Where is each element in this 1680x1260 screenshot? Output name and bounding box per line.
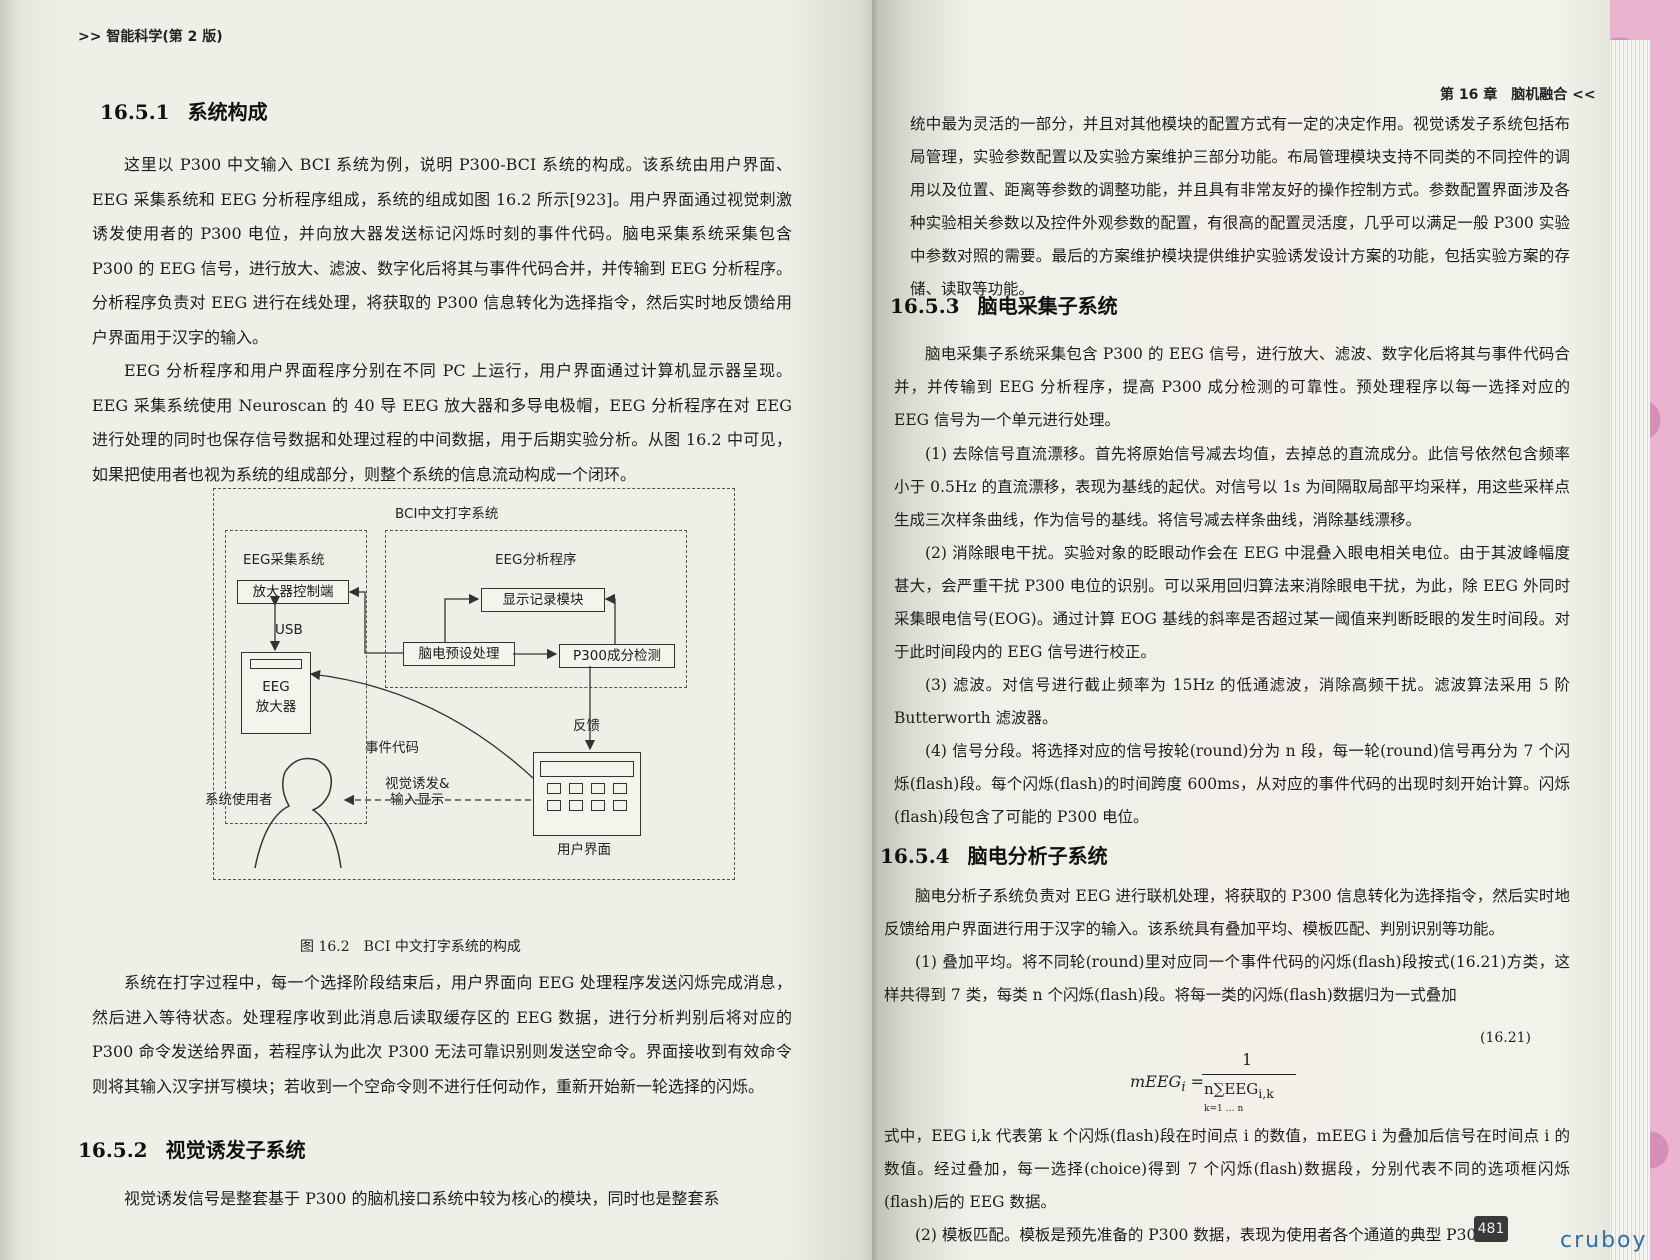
equation-16-21: mEEGi = 1 n∑EEGi,k k=1 … n [1130, 1050, 1330, 1120]
usb-label: USB [275, 622, 303, 638]
paragraph-text: 视觉诱发信号是整套基于 P300 的脑机接口系统中较为核心的模块，同时也是整套系 [124, 1189, 720, 1208]
eeg-analysis-box [385, 530, 687, 688]
key [569, 800, 583, 811]
preprocess-box: 脑电预设处理 [403, 642, 515, 666]
eeg-collect-box [225, 530, 367, 824]
paragraph-text: 式中，EEG i,k 代表第 k 个闪烁(flash)段在时间点 i 的数值，m… [884, 1127, 1570, 1211]
paragraph-text: 系统在打字过程中，每一个选择阶段结束后，用户界面向 EEG 处理程序发送闪烁完成… [92, 973, 792, 1096]
section-title: 脑电分析子系统 [967, 844, 1108, 868]
outer-system-box [213, 488, 735, 880]
list-item-segment: (4) 信号分段。将选择对应的信号按轮(round)分为 n 段，每一轮(rou… [894, 742, 1570, 826]
figure-connectors [254, 586, 616, 869]
ui-screen [540, 761, 634, 777]
paragraph-eeg-analysis: 脑电分析子系统负责对 EEG 进行联机处理，将获取的 P300 信息转化为选择指… [884, 880, 1570, 1012]
section-title: 脑电采集子系统 [977, 294, 1118, 318]
eeg-collect-label: EEG采集系统 [243, 552, 325, 568]
section-number: 16.5.1 [100, 100, 170, 124]
display-log-box: 显示记录模块 [481, 588, 605, 612]
paragraph-visual-evoked: 视觉诱发信号是整套基于 P300 的脑机接口系统中较为核心的模块，同时也是整套系 [92, 1182, 792, 1217]
ui-terminal [533, 752, 641, 836]
list-item-averaging: (1) 叠加平均。将不同轮(round)里对应同一个事件代码的闪烁(flash)… [884, 953, 1570, 1004]
paragraph-typing-process: 系统在打字过程中，每一个选择阶段结束后，用户界面向 EEG 处理程序发送闪烁完成… [92, 966, 792, 1104]
ui-keypad [534, 783, 640, 811]
key [547, 783, 561, 794]
eq-numerator: 1 [1242, 1050, 1253, 1069]
left-page: >> 智能科学(第 2 版) 16.5.1 系统构成 这里以 P300 中文输入 … [0, 0, 890, 1260]
eq-denominator-text: n∑EEG [1204, 1080, 1259, 1098]
fraction-bar [1202, 1074, 1296, 1075]
list-preprocess-steps: (1) 去除信号直流漂移。首先将原始信号减去均值，去掉总的直流成分。此信号依然包… [894, 438, 1570, 834]
paragraph-text: 脑电采集子系统采集包含 P300 的 EEG 信号，进行放大、滤波、数字化后将其… [894, 345, 1570, 429]
p300-detect-box: P300成分检测 [559, 644, 675, 668]
equation-number: (16.21) [1480, 1030, 1532, 1046]
amp-label-line2: 放大器 [255, 699, 297, 715]
eq-lhs-sub: i [1181, 1080, 1186, 1096]
section-heading-16-5-1: 16.5.1 系统构成 [100, 96, 268, 125]
list-item-filter: (3) 滤波。对信号进行截止频率为 15Hz 的低通滤波，消除高频干扰。滤波算法… [894, 676, 1570, 727]
eq-denominator: n∑EEGi,k [1204, 1080, 1274, 1101]
outer-system-label: BCI中文打字系统 [395, 506, 499, 522]
section-heading-16-5-2: 16.5.2 视觉诱发子系统 [78, 1134, 306, 1163]
right-page: 第 16 章 脑机融合 << 统中最为灵活的一部分，并且对其他模块的配置方式有一… [880, 0, 1610, 1260]
running-head-right: 第 16 章 脑机融合 << [1440, 87, 1596, 103]
key [591, 800, 605, 811]
paragraph-eeg-collect: 脑电采集子系统采集包含 P300 的 EEG 信号，进行放大、滤波、数字化后将其… [894, 338, 1570, 437]
watermark: cruboy [1560, 1228, 1648, 1253]
section-number: 16.5.2 [78, 1138, 148, 1162]
key [613, 800, 627, 811]
paragraph-visual-subsystem-cont: 统中最为灵活的一部分，并且对其他模块的配置方式有一定的决定作用。视觉诱发子系统包… [910, 108, 1570, 306]
section-title: 系统构成 [187, 100, 268, 124]
list-item-dc-drift: (1) 去除信号直流漂移。首先将原始信号减去均值，去掉总的直流成分。此信号依然包… [894, 445, 1570, 529]
list-item-template: (2) 模板匹配。模板是预先准备的 P300 数据，表现为使用者各个通道的典型 … [915, 1226, 1507, 1244]
running-head-left: >> 智能科学(第 2 版) [78, 29, 223, 45]
section-title: 视觉诱发子系统 [165, 1138, 306, 1162]
event-code-label: 事件代码 [365, 740, 419, 756]
event-code-arrow [309, 669, 534, 779]
arrow-to-amp-ctrl [348, 586, 403, 654]
key [613, 783, 627, 794]
arrow-p300-to-display [604, 593, 616, 644]
section-heading-16-5-4: 16.5.4 脑电分析子系统 [880, 840, 1108, 869]
paragraph-system-intro: 这里以 P300 中文输入 BCI 系统为例，说明 P300-BCI 系统的构成… [92, 148, 792, 355]
page-number: 481 [1474, 1216, 1508, 1242]
visual-label-line1: 视觉诱发& [385, 776, 450, 792]
paragraph-text: 统中最为灵活的一部分，并且对其他模块的配置方式有一定的决定作用。视觉诱发子系统包… [910, 115, 1570, 298]
key [591, 783, 605, 794]
eeg-analysis-label: EEG分析程序 [495, 552, 577, 568]
eq-lhs-text: mEEG [1130, 1072, 1182, 1091]
figure-caption: 图 16.2 BCI 中文打字系统的构成 [300, 939, 521, 955]
paragraph-text: 脑电分析子系统负责对 EEG 进行联机处理，将获取的 P300 信息转化为选择指… [884, 887, 1570, 938]
section-number: 16.5.3 [890, 294, 960, 318]
visual-evoked-label: 视觉诱发& 输入显示 [385, 776, 450, 808]
figure-bci-system: BCI中文打字系统 EEG采集系统 EEG分析程序 放大器控制端 显示记录模块 … [205, 488, 745, 918]
amplifier-display [250, 659, 302, 669]
paragraph-eeg-program: EEG 分析程序和用户界面程序分别在不同 PC 上运行，用户界面通过计算机显示器… [92, 354, 792, 492]
section-heading-16-5-3: 16.5.3 脑电采集子系统 [890, 290, 1118, 319]
paragraph-text: EEG 分析程序和用户界面程序分别在不同 PC 上运行，用户界面通过计算机显示器… [92, 361, 792, 484]
eq-sum-bounds: k=1 … n [1204, 1104, 1244, 1114]
user-label: 系统使用者 [205, 792, 273, 808]
eeg-amplifier-box: EEG 放大器 [241, 652, 311, 734]
paragraph-eq-explanation: 式中，EEG i,k 代表第 k 个闪烁(flash)段在时间点 i 的数值，m… [884, 1120, 1570, 1252]
paragraph-text: 这里以 P300 中文输入 BCI 系统为例，说明 P300-BCI 系统的构成… [92, 155, 792, 347]
key [547, 800, 561, 811]
feedback-label: 反馈 [573, 718, 600, 734]
arrow-to-display [444, 593, 480, 642]
eq-lhs: mEEGi = [1130, 1072, 1205, 1096]
key [569, 783, 583, 794]
section-number: 16.5.4 [880, 844, 950, 868]
list-item-eog: (2) 消除眼电干扰。实验对象的眨眼动作会在 EEG 中混叠入眼电相关电位。由于… [894, 544, 1570, 661]
ui-label: 用户界面 [557, 842, 611, 858]
user-icon [254, 757, 342, 869]
eq-denominator-sub: i,k [1258, 1086, 1274, 1101]
amp-label-line1: EEG [262, 679, 290, 695]
